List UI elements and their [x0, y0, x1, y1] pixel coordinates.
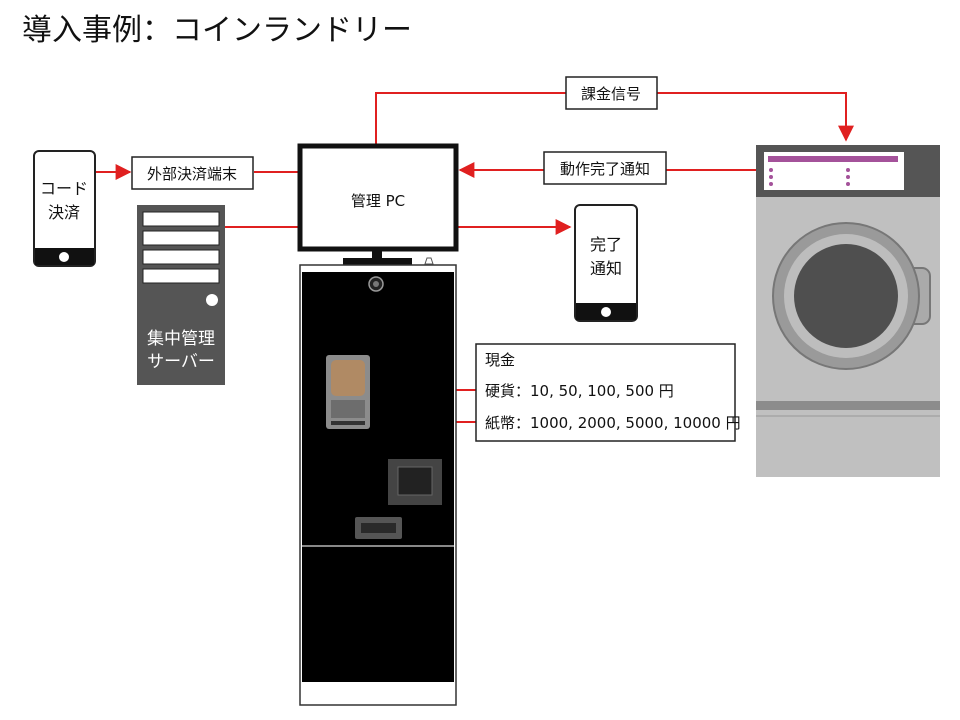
- washing-machine: [756, 145, 940, 477]
- phone-code-payment: コード 決済: [33, 150, 96, 267]
- cash-bills: 紙幣：1000, 2000, 5000, 10000 円: [485, 414, 741, 432]
- server-line2: サーバー: [147, 352, 215, 372]
- phone-code-line1: コード: [40, 179, 88, 198]
- billing-signal-box: 課金信号: [565, 76, 658, 110]
- washer-window: [794, 244, 898, 348]
- server-line1: 集中管理: [147, 329, 215, 349]
- page-title: 導入事例：コインランドリー: [22, 13, 412, 48]
- phone-done-line2: 通知: [590, 259, 622, 278]
- external-terminal-label: 外部決済端末: [147, 165, 237, 183]
- external-terminal-box: 外部決済端末: [131, 156, 254, 190]
- cash-info-box: 現金 硬貨：10, 50, 100, 500 円 紙幣：1000, 2000, …: [475, 343, 741, 442]
- payment-kiosk: [299, 257, 457, 706]
- home-button-icon: [601, 307, 611, 317]
- completion-signal-label: 動作完了通知: [560, 160, 650, 178]
- pc-label: 管理 PC: [351, 192, 405, 210]
- cash-coins: 硬貨：10, 50, 100, 500 円: [485, 382, 674, 400]
- home-button-icon: [59, 252, 69, 262]
- power-button-icon: [206, 294, 218, 306]
- completion-signal-box: 動作完了通知: [543, 151, 667, 185]
- management-pc-monitor: 管理 PC: [297, 143, 459, 266]
- phone-done-line1: 完了: [590, 235, 622, 254]
- server-tower: 集中管理 サーバー: [137, 205, 225, 385]
- billing-signal-label: 課金信号: [581, 85, 641, 103]
- cash-heading: 現金: [485, 351, 515, 369]
- lamp-icon: [424, 257, 434, 265]
- phone-code-line2: 決済: [48, 203, 80, 222]
- phone-completion-notice: 完了 通知: [574, 204, 638, 322]
